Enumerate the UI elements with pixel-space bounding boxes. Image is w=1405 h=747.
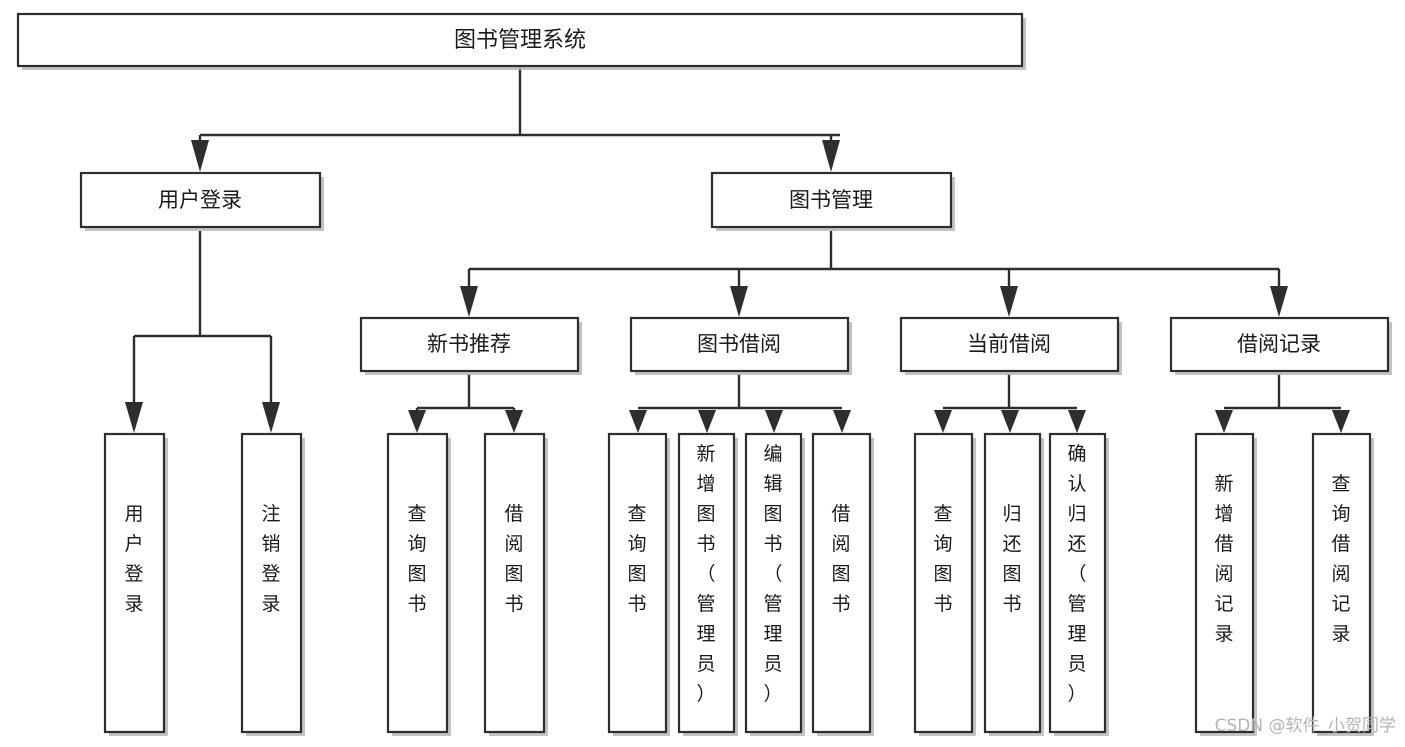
arrow-head-bb-leaf-4 (833, 410, 851, 433)
node-leaf-query-book-1[interactable]: 查询图书 (386, 432, 451, 736)
node-leaf-query-book-2[interactable]: 查询图书 (607, 432, 670, 736)
leaf-query-record-box[interactable] (1311, 432, 1372, 734)
connector-book-manage-to-level3 (460, 231, 1288, 317)
arrow-head-bb-leaf-3 (765, 410, 783, 433)
node-book-manage[interactable]: 图书管理 (710, 171, 955, 231)
book-manage-box[interactable] (710, 171, 953, 229)
root-box[interactable] (16, 12, 1024, 68)
arrow-head-br-leaf-1 (1215, 410, 1233, 433)
csdn-watermark: CSDN @软件_小贺同学 (1215, 716, 1396, 736)
node-leaf-borrow-book-1[interactable]: 借阅图书 (483, 432, 548, 736)
arrow-head-nb-leaf-1 (408, 410, 426, 433)
node-new-book-recommend[interactable]: 新书推荐 (359, 316, 582, 375)
leaf-add-book-label: 新增图书（管理员） (696, 443, 715, 705)
arrow-head-current-borrow (1000, 286, 1018, 317)
node-leaf-logout-login[interactable]: 注销登录 (240, 432, 305, 736)
leaf-add-book-box[interactable] (677, 432, 736, 734)
book-borrow-box[interactable] (629, 316, 850, 373)
leaf-query-record-label: 查询借阅记录 (1331, 473, 1350, 645)
arrow-head-leaf-logout (262, 402, 280, 433)
leaf-bb1-box[interactable] (483, 432, 546, 734)
node-book-borrow[interactable]: 图书借阅 (629, 316, 852, 375)
node-root[interactable]: 图书管理系统 (16, 12, 1026, 70)
node-leaf-query-record[interactable]: 查询借阅记录 (1311, 432, 1374, 736)
leaf-add-record-label: 新增借阅记录 (1214, 473, 1233, 645)
node-leaf-user-login[interactable]: 用户登录 (103, 432, 168, 736)
node-leaf-query-book-3[interactable]: 查询图书 (913, 432, 976, 736)
leaf-qb2-box[interactable] (607, 432, 668, 734)
arrow-head-new-book (460, 286, 478, 317)
node-leaf-borrow-book-2[interactable]: 借阅图书 (811, 432, 874, 736)
leaf-user-login-label: 用户登录 (124, 503, 143, 615)
arrow-head-cb-leaf-3 (1068, 410, 1086, 433)
connector-new-book-to-leaves (408, 374, 523, 433)
connector-root-to-level2 (191, 66, 840, 172)
user-login-box[interactable] (79, 171, 322, 229)
leaf-bb1-label: 借阅图书 (504, 503, 523, 615)
connector-book-borrow-to-leaves (629, 374, 851, 433)
connector-user-login-to-leaves (125, 231, 280, 433)
leaf-qb3-box[interactable] (913, 432, 974, 734)
arrow-head-borrow-record (1270, 286, 1288, 317)
leaf-qb3-label: 查询图书 (933, 503, 952, 615)
leaf-confirm-label: 确认归还（管理员） (1067, 443, 1086, 705)
arrow-head-leaf-user-login (125, 402, 143, 433)
leaf-qb1-label: 查询图书 (407, 503, 426, 615)
leaf-logout-label: 注销登录 (261, 503, 280, 615)
leaf-user-login-box[interactable] (103, 432, 166, 734)
node-borrow-record[interactable]: 借阅记录 (1169, 316, 1392, 375)
arrow-head-bb-leaf-2 (698, 410, 716, 433)
arrow-head-book-borrow (730, 286, 748, 317)
new-book-box[interactable] (359, 316, 580, 373)
leaf-add-record-box[interactable] (1194, 432, 1255, 734)
leaf-bb2-box[interactable] (811, 432, 872, 734)
leaf-edit-book-label: 编辑图书（管理员） (763, 443, 782, 705)
connector-borrow-record-to-leaves (1215, 374, 1350, 433)
arrow-head-book-manage (822, 140, 840, 172)
node-leaf-add-book[interactable]: 新增图书（管理员） (677, 432, 738, 736)
node-current-borrow[interactable]: 当前借阅 (899, 316, 1122, 375)
connector-current-borrow-to-leaves (934, 374, 1086, 433)
leaf-return-box[interactable] (983, 432, 1042, 734)
book-borrow-label: 图书借阅 (697, 332, 781, 356)
user-login-label: 用户登录 (158, 188, 242, 212)
arrow-head-cb-leaf-2 (1001, 410, 1019, 433)
new-book-label: 新书推荐 (427, 332, 511, 356)
borrow-record-label: 借阅记录 (1237, 332, 1321, 356)
arrow-head-br-leaf-2 (1332, 410, 1350, 433)
leaf-confirm-box[interactable] (1048, 432, 1107, 734)
book-manage-label: 图书管理 (789, 188, 873, 212)
leaf-return-label: 归还图书 (1002, 503, 1021, 615)
node-leaf-return-book[interactable]: 归还图书 (983, 432, 1044, 736)
arrow-head-nb-leaf-2 (505, 410, 523, 433)
node-leaf-add-record[interactable]: 新增借阅记录 (1194, 432, 1257, 736)
arrow-head-bb-leaf-1 (629, 410, 647, 433)
leaf-qb1-box[interactable] (386, 432, 449, 734)
arrow-head-cb-leaf-1 (934, 410, 952, 433)
borrow-record-box[interactable] (1169, 316, 1390, 373)
arrow-head-user-login (191, 140, 209, 172)
leaf-edit-book-box[interactable] (744, 432, 803, 734)
current-borrow-box[interactable] (899, 316, 1120, 373)
root-label: 图书管理系统 (454, 28, 586, 53)
connector-layer (125, 66, 1350, 433)
node-leaf-confirm-return[interactable]: 确认归还（管理员） (1048, 432, 1109, 736)
leaf-qb2-label: 查询图书 (627, 503, 646, 615)
current-borrow-label: 当前借阅 (967, 332, 1051, 356)
leaf-logout-box[interactable] (240, 432, 303, 734)
node-leaf-edit-book[interactable]: 编辑图书（管理员） (744, 432, 805, 736)
node-user-login[interactable]: 用户登录 (79, 171, 324, 231)
leaf-bb2-label: 借阅图书 (831, 503, 850, 615)
